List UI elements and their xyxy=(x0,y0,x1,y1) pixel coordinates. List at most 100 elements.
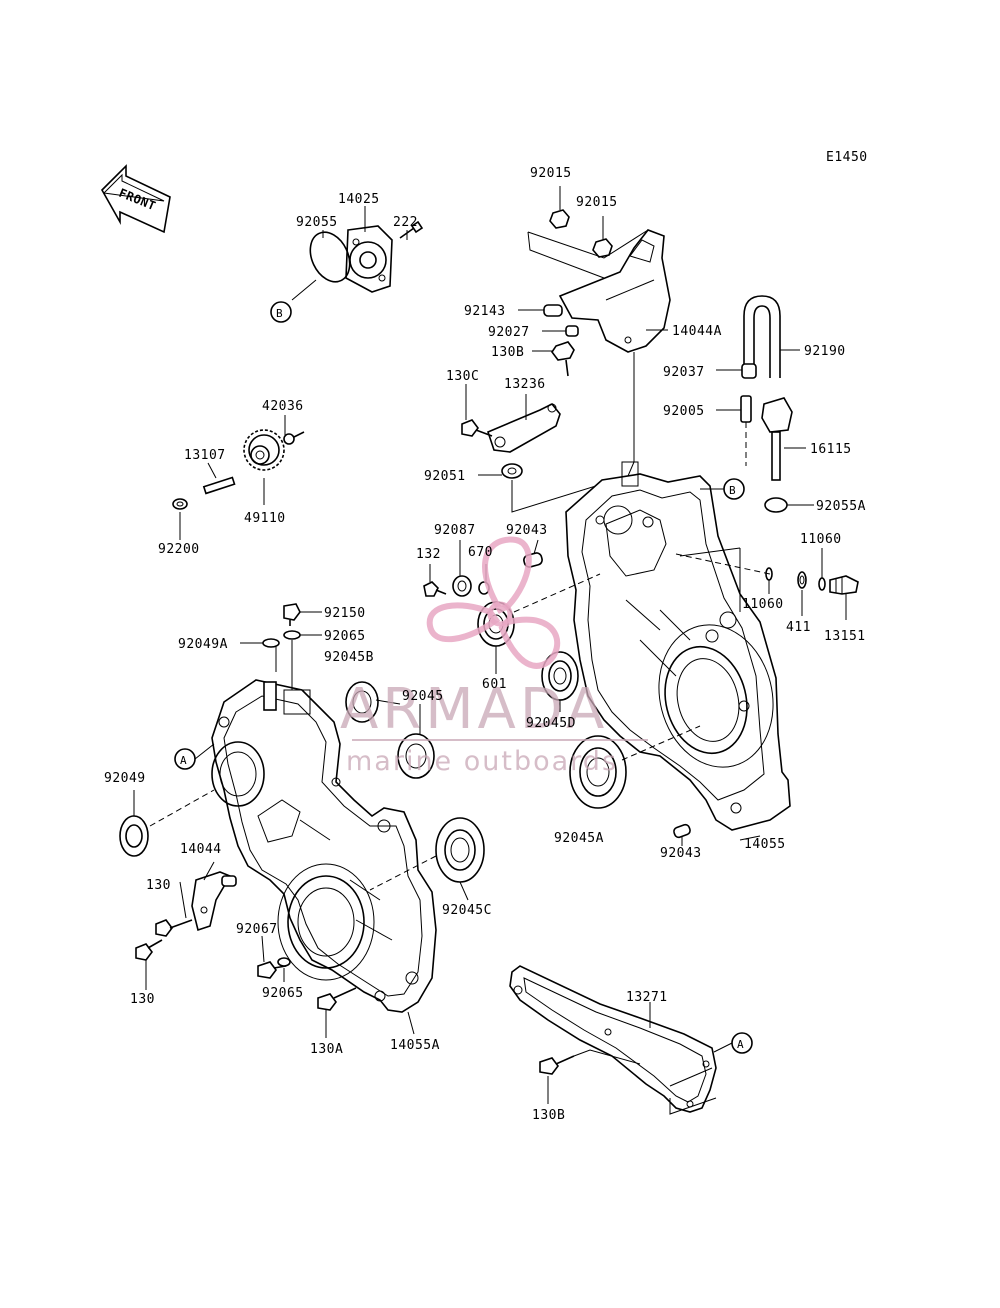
dowel-92043-bottom xyxy=(673,823,691,839)
part-label-222: 222 xyxy=(393,215,418,230)
watermark-brand: ARMADA xyxy=(340,677,608,742)
bearing-92045-upper xyxy=(345,681,379,723)
part-label-13151: 13151 xyxy=(824,629,866,644)
part-label-13236: 13236 xyxy=(504,377,546,392)
part-label-92143: 92143 xyxy=(464,304,506,319)
part-label-92200: 92200 xyxy=(158,542,200,557)
washer-92065-bottom xyxy=(277,957,291,967)
part-label-92043-top: 92043 xyxy=(506,523,548,538)
part-label-14025: 14025 xyxy=(338,192,380,207)
part-label-92049a: 92049A xyxy=(178,637,228,652)
bolt-130c xyxy=(461,419,493,437)
part-label-92190: 92190 xyxy=(804,344,846,359)
part-label-92015-b: 92015 xyxy=(576,195,618,210)
bolt-130b-bottom xyxy=(539,1055,575,1075)
washer-92051 xyxy=(501,463,523,479)
plug-13151 xyxy=(829,575,859,595)
part-label-92015-a: 92015 xyxy=(530,166,572,181)
bracket-14044a xyxy=(558,229,671,353)
crankcase-cover-14055 xyxy=(565,461,791,831)
part-label-13107: 13107 xyxy=(184,448,226,463)
part-label-14044: 14044 xyxy=(180,842,222,857)
part-label-92067: 92067 xyxy=(236,922,278,937)
part-label-11060-right: 11060 xyxy=(800,532,842,547)
bolt-130-bottom xyxy=(135,939,163,961)
bearing-92045-lower xyxy=(397,733,435,779)
ref-b-marker-left: B xyxy=(270,301,292,323)
part-label-92045a: 92045A xyxy=(554,831,604,846)
bearing-92045c xyxy=(435,817,485,883)
part-label-130-bottom: 130 xyxy=(130,992,155,1007)
gasket-11060-right xyxy=(818,577,826,591)
seal-92087 xyxy=(452,575,472,597)
part-label-92055: 92055 xyxy=(296,215,338,230)
part-label-92051: 92051 xyxy=(424,469,466,484)
bracket-14044 xyxy=(191,871,237,932)
arm-13236 xyxy=(487,402,561,453)
hose-92190 xyxy=(743,295,781,378)
washer-411 xyxy=(797,571,807,589)
part-label-92150: 92150 xyxy=(324,606,366,621)
ref-b-marker-right: B xyxy=(723,478,745,500)
part-label-92087: 92087 xyxy=(434,523,476,538)
washer-92200 xyxy=(172,498,188,510)
o-ring-92055 xyxy=(309,231,351,283)
ref-a-label-left: A xyxy=(180,754,187,767)
dipstick-16115 xyxy=(761,397,793,481)
ref-b-label-right: B xyxy=(729,484,736,497)
washer-42036 xyxy=(283,431,305,445)
part-label-130-mid: 130 xyxy=(146,878,171,893)
ref-a-marker-bottom: A xyxy=(731,1032,753,1054)
part-label-92049: 92049 xyxy=(104,771,146,786)
propeller-logo-icon xyxy=(426,536,561,669)
part-label-92045-top: 92045 xyxy=(402,689,444,704)
part-label-92065-top: 92065 xyxy=(324,629,366,644)
watermark: ARMADA marine outboards xyxy=(340,536,648,777)
part-label-130b-bottom: 130B xyxy=(532,1108,565,1123)
washer-92065-top xyxy=(283,630,301,640)
part-label-49110: 49110 xyxy=(244,511,286,526)
bolt-132 xyxy=(423,581,447,597)
cover-13271 xyxy=(509,965,717,1113)
seal-92049 xyxy=(119,815,149,857)
part-label-92045c: 92045C xyxy=(442,903,492,918)
part-label-92065-bottom: 92065 xyxy=(262,986,304,1001)
pipe-92005 xyxy=(740,395,752,466)
part-label-601: 601 xyxy=(482,677,507,692)
ref-b-label-left: B xyxy=(276,307,283,320)
part-label-411: 411 xyxy=(786,620,811,635)
shaft-13107 xyxy=(202,476,236,495)
part-label-42036: 42036 xyxy=(262,399,304,414)
part-label-92005: 92005 xyxy=(663,404,705,419)
part-label-92037: 92037 xyxy=(663,365,705,380)
part-label-92055a: 92055A xyxy=(816,499,866,514)
part-label-92043-bottom: 92043 xyxy=(660,846,702,861)
part-label-92045b: 92045B xyxy=(324,650,374,665)
bolt-130b-top xyxy=(551,341,575,377)
bolt-92150 xyxy=(283,603,301,626)
part-label-92027: 92027 xyxy=(488,325,530,340)
part-label-130a: 130A xyxy=(310,1042,343,1057)
part-label-92045d: 92045D xyxy=(526,716,576,731)
ref-a-label-bottom: A xyxy=(737,1038,744,1051)
pump-cover-14025 xyxy=(345,225,393,293)
o-ring-92055a xyxy=(764,497,788,513)
part-label-132: 132 xyxy=(416,547,441,562)
bolt-130-mid xyxy=(155,919,193,937)
part-label-11060-mid: 11060 xyxy=(742,597,784,612)
part-label-130b-top: 130B xyxy=(491,345,524,360)
bearing-92045a xyxy=(569,735,627,809)
part-label-14055a: 14055A xyxy=(390,1038,440,1053)
part-label-130c: 130C xyxy=(446,369,479,384)
front-arrow-icon: FRONT xyxy=(101,164,171,234)
washer-92049a xyxy=(262,638,280,648)
clip-92037 xyxy=(741,363,757,379)
part-label-13271: 13271 xyxy=(626,990,668,1005)
watermark-tagline: marine outboards xyxy=(346,746,618,777)
crankcase-14055a xyxy=(211,679,437,1013)
diagram-code: E1450 xyxy=(826,150,868,165)
bolt-130a xyxy=(317,987,357,1011)
part-label-670: 670 xyxy=(468,545,493,560)
ref-a-marker-left: A xyxy=(174,748,196,770)
gear-49110 xyxy=(243,429,285,471)
